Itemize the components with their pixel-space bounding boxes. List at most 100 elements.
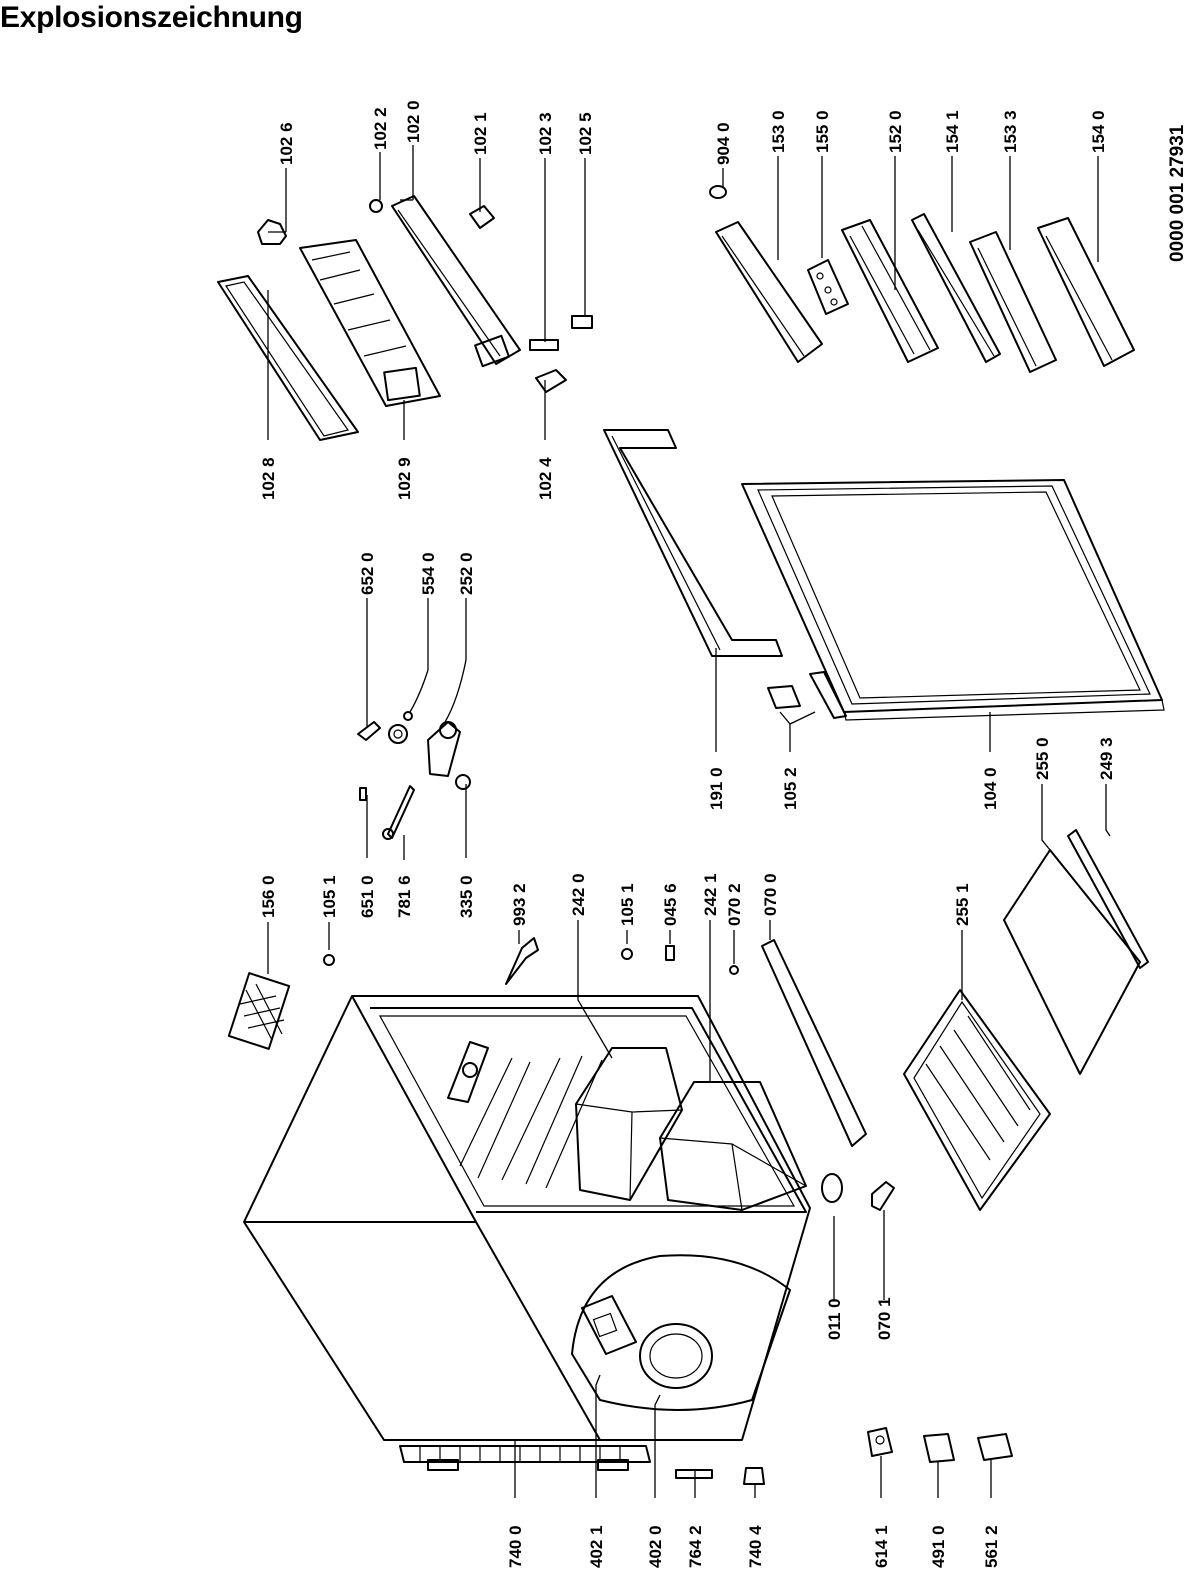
cover-4910: [923, 1433, 955, 1463]
part-label-5612: 561 2: [982, 1525, 1001, 1568]
part-label-4910: 491 0: [929, 1525, 948, 1568]
part-label-0456: 045 6: [661, 883, 680, 926]
sensor-6510: [359, 787, 367, 801]
part-label-1520: 152 0: [886, 110, 905, 153]
door-seal-1028: [217, 275, 359, 441]
part-label-1550: 155 0: [813, 110, 832, 153]
evaporator-panel-1029: [299, 239, 441, 407]
drawer-2421: [659, 1081, 807, 1211]
part-label-7404: 740 4: [746, 1525, 765, 1568]
end-cap-1021: [469, 205, 495, 229]
relay-6141: [867, 1427, 893, 1457]
flap-1024: [535, 369, 567, 393]
screw-0702: [729, 965, 739, 975]
part-label-1040: 104 0: [981, 767, 1000, 810]
part-label-4021: 402 1: [587, 1525, 606, 1568]
part-label-2420: 242 0: [569, 873, 588, 916]
hinge-1052: [767, 685, 801, 709]
condenser-7400: [399, 1445, 651, 1463]
clip-1023: [529, 339, 559, 351]
drawing-title: Explosionszeichnung: [0, 1, 303, 34]
controls: [357, 711, 471, 840]
part-label-1020: 102 0: [404, 100, 423, 143]
part-label-1024: 102 4: [536, 457, 555, 500]
bottle-rail-1541: [911, 213, 1001, 363]
part-number-labels: 102 6 102 2 102 0 102 1 102 3 102 5 904 …: [259, 100, 1185, 1568]
part-label-1052: 105 2: [781, 767, 800, 810]
part-label-1051b: 105 1: [618, 883, 637, 926]
part-label-6510: 651 0: [358, 875, 377, 918]
part-label-0700: 070 0: [761, 873, 780, 916]
light-housing: [447, 1041, 489, 1103]
part-label-7816: 781 6: [395, 875, 414, 918]
part-label-6141: 614 1: [872, 1525, 891, 1568]
drawer-2420: [575, 1047, 683, 1201]
probe-9932: [505, 937, 539, 985]
part-label-1533: 153 3: [1001, 110, 1020, 153]
foot-0701: [871, 1181, 895, 1211]
door-assembly: [603, 429, 1165, 721]
compressor-4020: [639, 1323, 713, 1389]
part-label-0702: 070 2: [725, 883, 744, 926]
compressor-area: [571, 1254, 791, 1411]
thermostat-2520: [427, 721, 461, 777]
hinge-part-1026: [257, 219, 287, 245]
part-label-1541: 154 1: [943, 110, 962, 153]
part-label-1025: 102 5: [576, 112, 595, 155]
cable-7816: [387, 785, 415, 839]
part-label-1028: 102 8: [259, 457, 278, 500]
part-label-1051a: 105 1: [320, 875, 339, 918]
clip-1025: [571, 315, 593, 329]
grommet-7404: [743, 1467, 765, 1485]
egg-tray-1550: [807, 259, 849, 315]
document-number: 0000 001 27931: [1167, 124, 1185, 262]
pin-0456: [665, 945, 675, 961]
part-label-1540: 154 0: [1089, 110, 1108, 153]
part-label-5540: 554 0: [419, 552, 438, 595]
small-parts: [227, 829, 1149, 1485]
screw-1051b: [621, 948, 633, 960]
part-label-6520: 652 0: [358, 552, 377, 595]
door-bar-1020: [391, 195, 521, 365]
part-label-7642: 764 2: [686, 1525, 705, 1568]
part-label-9932: 993 2: [510, 883, 529, 926]
tube-7642: [675, 1469, 713, 1479]
cover-plate-2550: [1003, 849, 1141, 1075]
lamp-holder-5540: [388, 724, 408, 744]
ice-tray-1560: [227, 972, 291, 1050]
part-label-1023: 102 3: [536, 112, 555, 155]
shelf-1540: [1037, 217, 1135, 367]
rail-0700: [761, 939, 867, 1147]
part-label-1910: 191 0: [707, 767, 726, 810]
part-label-1029: 102 9: [395, 457, 414, 500]
part-label-2421: 242 1: [701, 873, 720, 916]
part-label-0701: 070 1: [875, 1297, 894, 1340]
door-tray-parts: [217, 195, 593, 441]
bracket-5612: [977, 1433, 1013, 1461]
part-label-1021: 102 1: [471, 112, 490, 155]
shelf-1530: [715, 221, 823, 363]
part-label-0110: 011 0: [825, 1298, 844, 1340]
leader-lines: [267, 145, 1111, 1498]
relay-4021: [581, 1295, 637, 1355]
part-label-1530: 153 0: [769, 110, 788, 153]
bottle-shelf-1520: [841, 219, 939, 363]
part-label-2493: 249 3: [1097, 737, 1116, 780]
part-label-4020: 402 0: [646, 1525, 665, 1568]
part-label-2520: 252 0: [457, 552, 476, 595]
screw-1051a: [323, 954, 335, 966]
door-frame-1910: [603, 429, 783, 657]
cabinet-outer: [243, 995, 811, 1441]
part-label-2551: 255 1: [953, 883, 972, 926]
cap-1022: [369, 199, 383, 213]
part-label-2550: 255 0: [1033, 737, 1052, 780]
part-label-1022: 102 2: [371, 107, 390, 150]
glass-shelf-2551: [903, 989, 1051, 1211]
wheel-0110: [821, 1173, 843, 1203]
shelf-1533: [969, 231, 1057, 373]
strip-2493: [1067, 829, 1149, 969]
switch-6520: [357, 721, 381, 741]
part-label-9040: 904 0: [714, 122, 733, 165]
part-label-3350: 335 0: [457, 875, 476, 918]
